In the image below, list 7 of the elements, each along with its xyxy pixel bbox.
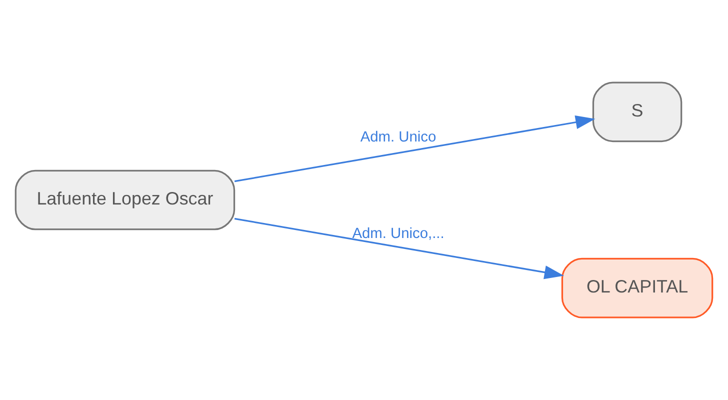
arrow [234,218,564,280]
node-box: Lafuente Lopez Oscar [14,170,236,230]
node-box: OL CAPITAL [561,258,714,318]
node-box: S [592,82,682,142]
arrow [234,115,596,182]
edge-label: Adm. Unico [360,130,436,146]
edge-label: Adm. Unico,... [352,226,444,242]
